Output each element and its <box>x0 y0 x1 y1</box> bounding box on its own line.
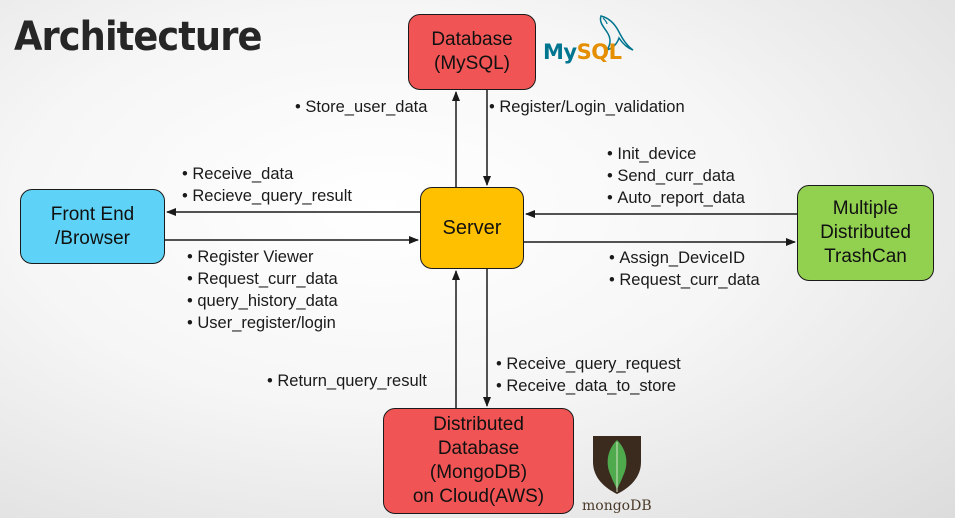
label-item: Receive_data <box>182 163 352 185</box>
node-frontend: Front End /Browser <box>20 189 165 264</box>
node-database-mysql: Database (MySQL) <box>408 14 536 90</box>
node-database-mysql-label: Database (MySQL) <box>431 29 513 74</box>
mysql-dolphin-icon <box>599 15 634 52</box>
node-trashcan-label: Multiple Distributed TrashCan <box>820 198 911 267</box>
label-trashcan-to-server: Init_deviceSend_curr_dataAuto_report_dat… <box>607 143 745 209</box>
label-item: Register/Login_validation <box>489 96 684 118</box>
label-item: Return_query_result <box>267 370 427 392</box>
mongodb-logo-text: mongoDB <box>582 498 652 514</box>
node-frontend-label: Front End /Browser <box>50 203 135 249</box>
mongodb-logo: mongoDB <box>580 432 656 516</box>
label-item: Init_device <box>607 143 745 165</box>
label-item: Request_curr_data <box>609 269 759 291</box>
mysql-logo-sql: SQL <box>576 40 622 64</box>
label-item: Auto_report_data <box>607 187 745 209</box>
label-item: Send_curr_data <box>607 165 745 187</box>
node-trashcan: Multiple Distributed TrashCan <box>797 185 934 281</box>
node-server-label: Server <box>442 217 502 239</box>
label-item: Register Viewer <box>187 246 338 268</box>
label-server-to-trashcan: Assign_DeviceIDRequest_curr_data <box>609 247 760 291</box>
label-item: Request_curr_data <box>187 268 337 290</box>
label-item: Recieve_query_result <box>182 185 352 207</box>
label-store-user-data: Store_user_data <box>295 96 427 118</box>
label-server-to-mongo: Receive_query_requestReceive_data_to_sto… <box>496 353 681 397</box>
label-item: Assign_DeviceID <box>609 247 760 269</box>
node-database-mongo-label: Distributed Database (MongoDB) on Cloud(… <box>412 414 545 507</box>
label-frontend-to-server: Register ViewerRequest_curr_dataquery_hi… <box>187 246 338 334</box>
label-item: User_register/login <box>187 312 338 334</box>
mysql-logo-text: MySQL <box>543 40 622 64</box>
mysql-logo-my: My <box>543 40 577 64</box>
label-server-to-frontend: Receive_dataRecieve_query_result <box>182 163 352 207</box>
label-item: Receive_query_request <box>496 353 680 375</box>
label-register-login-validation: Register/Login_validation <box>489 96 684 118</box>
label-item: Store_user_data <box>295 96 427 118</box>
page-title: Architecture <box>14 14 262 60</box>
node-database-mongo: Distributed Database (MongoDB) on Cloud(… <box>383 408 574 514</box>
mysql-logo: MySQL <box>543 14 635 66</box>
label-item: query_history_data <box>187 290 337 312</box>
mongodb-leaf-icon <box>593 436 641 494</box>
label-item: Receive_data_to_store <box>496 375 681 397</box>
label-mongo-to-server: Return_query_result <box>267 370 427 392</box>
node-server: Server <box>420 187 524 269</box>
